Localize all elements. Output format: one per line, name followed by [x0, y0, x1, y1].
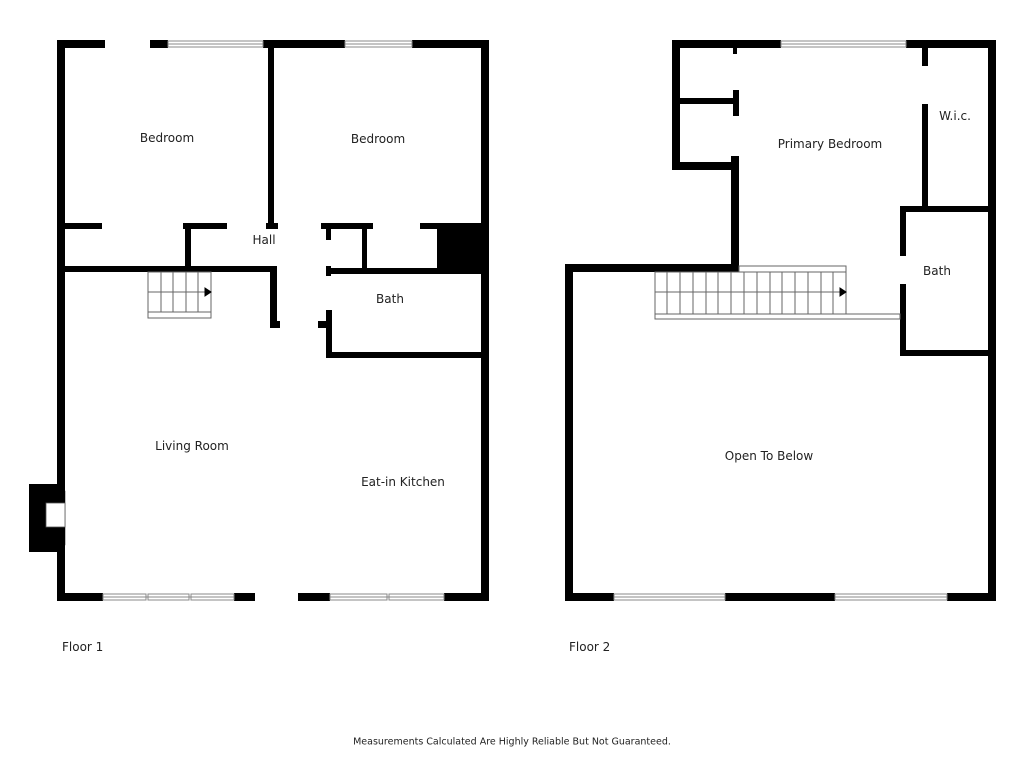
floor-2-label: Floor 2: [569, 640, 611, 654]
room-label-bedroom-1: Bedroom: [139, 131, 195, 145]
room-label-open-to-below: Open To Below: [724, 449, 814, 463]
window: [780, 40, 907, 48]
room-label-hall: Hall: [252, 233, 276, 247]
floor-1-plan: [29, 40, 489, 601]
disclaimer-text: Measurements Calculated Are Highly Relia…: [353, 736, 671, 748]
room-label-living-room: Living Room: [155, 439, 229, 453]
room-label-primary-bedroom: Primary Bedroom: [777, 137, 883, 151]
window: [613, 593, 948, 601]
window: [167, 40, 413, 48]
stairs-icon: [654, 265, 901, 320]
window: [102, 593, 445, 601]
room-label-bath-1: Bath: [376, 292, 404, 306]
fireplace-icon: [29, 484, 66, 552]
room-label-eat-in-kitchen: Eat-in Kitchen: [361, 475, 445, 489]
floor-2-plan: [565, 40, 996, 601]
room-label-bath-2: Bath: [923, 264, 951, 278]
room-label-bedroom-2: Bedroom: [350, 132, 406, 146]
stairs-icon: [147, 271, 212, 319]
floor-1-label: Floor 1: [62, 640, 104, 654]
room-label-wic: W.i.c.: [939, 109, 971, 123]
